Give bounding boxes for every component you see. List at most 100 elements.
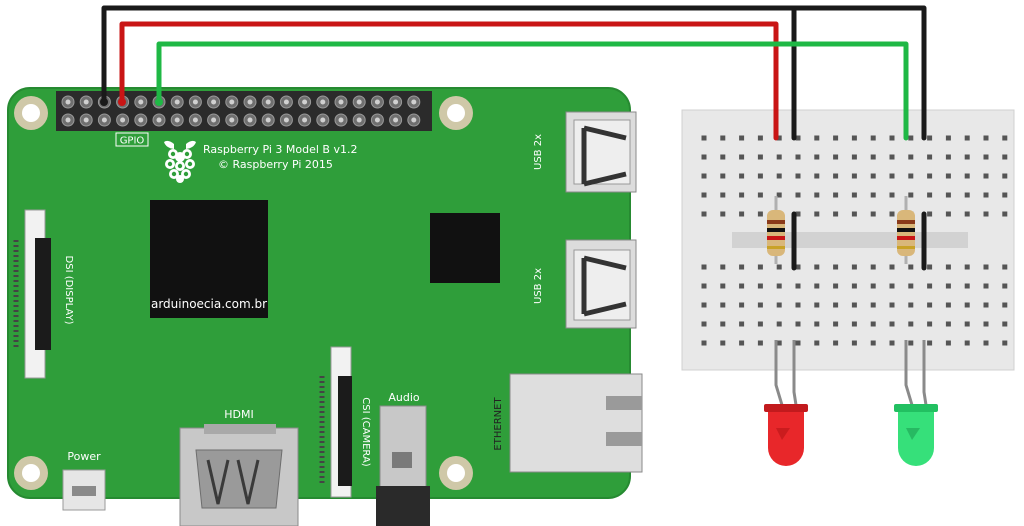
audio-jack [376,405,430,526]
led-green [894,340,938,466]
breadboard-hole [814,264,820,270]
breadboard-hole [927,302,933,308]
breadboard-hole [889,321,895,327]
breadboard-hole [927,135,933,141]
breadboard-hole [833,302,839,308]
dsi-connector [13,209,51,379]
gpio-pin-center [265,117,271,123]
black-wire-1 [101,5,927,141]
breadboard-hole [739,192,745,198]
gpio-pin-center [302,99,308,105]
breadboard-hole [757,264,763,270]
breadboard-hole [795,340,801,346]
soc-chip [150,200,268,318]
breadboard-hole [720,321,726,327]
breadboard-hole [739,135,745,141]
breadboard-hole [701,154,707,160]
breadboard-hole [776,302,782,308]
audio-label: Audio [388,391,420,404]
lan-chip [430,213,500,283]
breadboard-hole [776,154,782,160]
gpio-pin-center [174,117,180,123]
resistor-right [897,196,915,264]
breadboard-hole [757,192,763,198]
power-port [62,469,106,511]
dsi-label: DSI (DISPLAY) [63,256,74,325]
csi-label: CSI (CAMERA) [360,397,371,467]
breadboard-hole [720,283,726,289]
gpio-pin-center [302,117,308,123]
breadboard-hole [720,264,726,270]
breadboard-hole [833,211,839,217]
hdmi-port [179,424,299,526]
hdmi-label: HDMI [224,408,253,421]
breadboard-hole [1002,154,1008,160]
breadboard-hole [757,321,763,327]
breadboard-hole [833,192,839,198]
gpio-label-box [115,132,149,147]
breadboard-hole [1002,302,1008,308]
breadboard-hole [870,154,876,160]
watermark-text: arduinoecia.com.br [151,297,267,311]
breadboard-hole [889,173,895,179]
gpio-pin-center [265,99,271,105]
breadboard-hole [814,135,820,141]
breadboard-hole [927,173,933,179]
breadboard-hole [964,302,970,308]
breadboard-hole [889,340,895,346]
breadboard-hole [870,264,876,270]
breadboard-hole [795,211,801,217]
board-copyright-text: © Raspberry Pi 2015 [218,158,333,171]
gpio-pin-center [247,117,253,123]
breadboard-hole [851,154,857,160]
gpio-pin-center [283,117,289,123]
usb-port-bottom [565,239,637,329]
breadboard-hole [1002,211,1008,217]
gpio-pin-center [320,99,326,105]
breadboard-hole [1002,173,1008,179]
breadboard-hole [851,264,857,270]
usb-bottom-label: USB 2x [533,268,544,304]
breadboard-hole [701,340,707,346]
ethernet-label: ETHERNET [493,397,504,451]
breadboard-hole [720,211,726,217]
usb-top-label: USB 2x [533,134,544,170]
breadboard-hole [814,173,820,179]
gpio-header [56,91,432,131]
breadboard-hole [833,173,839,179]
breadboard-hole [701,173,707,179]
breadboard-hole [964,264,970,270]
gpio-pin-center [211,99,217,105]
gpio-pin-center [192,117,198,123]
gpio-pin-center [320,117,326,123]
breadboard-hole [889,154,895,160]
breadboard-hole [945,173,951,179]
breadboard-hole [757,135,763,141]
breadboard-hole [701,283,707,289]
breadboard-hole [908,192,914,198]
gpio-pin-center [356,117,362,123]
gpio-pin-center [229,117,235,123]
breadboard-hole [870,302,876,308]
breadboard-hole [964,211,970,217]
breadboard-hole [795,283,801,289]
breadboard-hole [833,264,839,270]
breadboard-hole [739,321,745,327]
breadboard-hole [945,340,951,346]
breadboard-hole [983,264,989,270]
breadboard-hole [927,192,933,198]
breadboard-hole [720,173,726,179]
breadboard-hole [757,173,763,179]
breadboard-hole [776,135,782,141]
breadboard-hole [833,283,839,289]
breadboard-hole [889,264,895,270]
breadboard-hole [739,173,745,179]
breadboard-hole [870,283,876,289]
breadboard-hole [720,340,726,346]
breadboard-hole [983,321,989,327]
breadboard-hole [833,340,839,346]
breadboard-hole [927,211,933,217]
gpio-pin-center [393,99,399,105]
breadboard-hole [814,321,820,327]
usb-port-top [565,111,637,193]
